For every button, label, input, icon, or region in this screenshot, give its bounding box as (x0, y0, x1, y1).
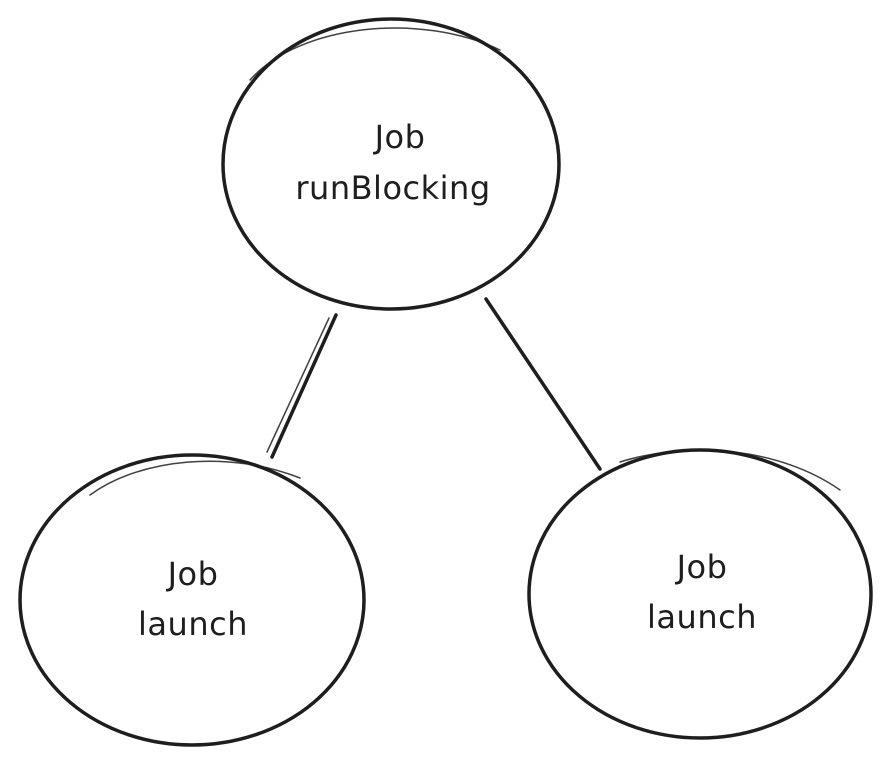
node-left-builder-label: launch (138, 605, 248, 643)
node-right-type-label: Job (675, 548, 728, 586)
node-root-type-label: Job (373, 118, 426, 156)
node-left[interactable]: Job launch (18, 453, 366, 747)
node-root-builder-label: runBlocking (295, 169, 490, 207)
node-left-type-label: Job (166, 555, 219, 593)
node-right[interactable]: Job launch (527, 448, 873, 740)
edge-root-to-left (266, 313, 338, 459)
node-root[interactable]: Job runBlocking (221, 17, 561, 311)
node-right-builder-label: launch (647, 598, 757, 636)
edge-root-to-right (484, 297, 602, 471)
